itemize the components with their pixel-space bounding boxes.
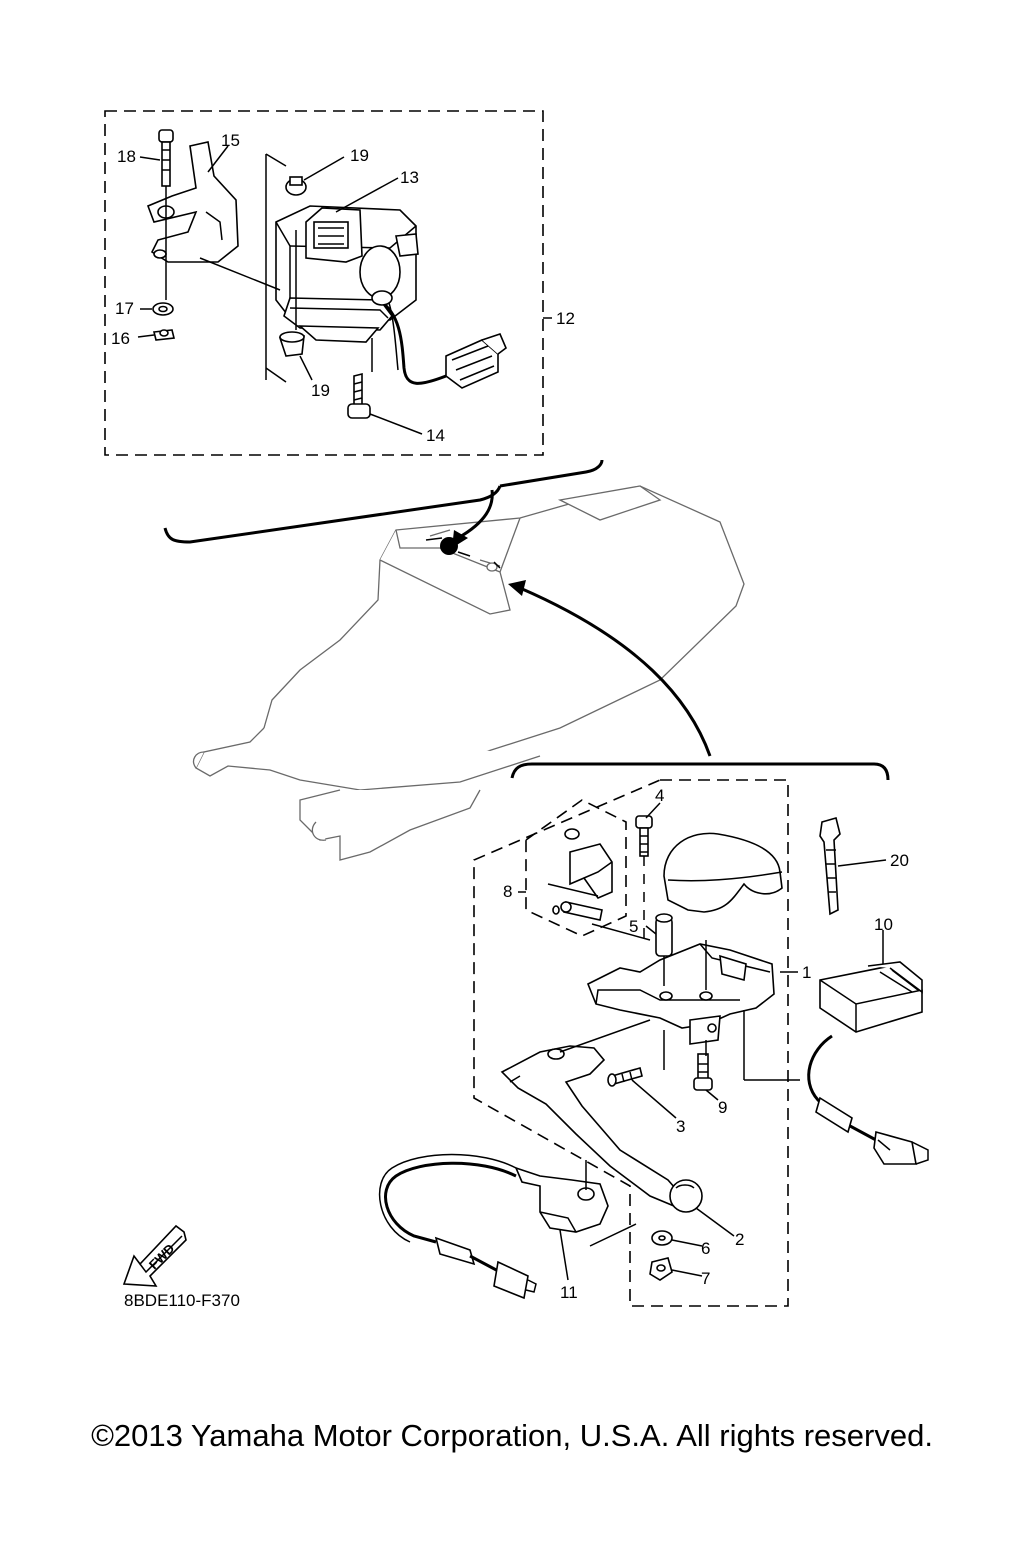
- callout-12: 12: [556, 309, 575, 328]
- callout-11: 11: [560, 1283, 578, 1302]
- leaders-bottom: [518, 802, 887, 1281]
- screw-part-3: [607, 1067, 643, 1087]
- callout-19-lower: 19: [311, 381, 330, 400]
- copyright-notice: ©2013 Yamaha Motor Corporation, U.S.A. A…: [91, 1418, 933, 1453]
- housing-connector: [445, 333, 507, 389]
- callout-5: 5: [629, 917, 638, 936]
- bracket-top-curve: [163, 485, 502, 544]
- bracket-bottom-curve: [510, 762, 890, 781]
- lever-cover: [663, 832, 783, 913]
- callout-16: 16: [111, 329, 130, 348]
- bolt-part-9: [693, 1053, 713, 1091]
- washer-part-6: [651, 1230, 673, 1246]
- lever-holder-part-1: [586, 943, 775, 1045]
- callout-3: 3: [676, 1117, 685, 1136]
- callout-17: 17: [115, 299, 134, 318]
- switch-part-10: [807, 961, 929, 1165]
- bolt-part-4: [635, 815, 653, 857]
- callout-19-upper: 19: [350, 146, 369, 165]
- callout-7: 7: [701, 1269, 710, 1288]
- alignment-lines-top: [165, 153, 373, 383]
- brake-lever-part-2: [500, 1045, 703, 1213]
- switch-part-8: [547, 828, 613, 921]
- grommet-part-19-lower: [278, 331, 305, 357]
- callout-15: 15: [221, 131, 240, 150]
- group-1-frame: [473, 779, 789, 1307]
- callout-8: 8: [503, 882, 512, 901]
- callout-6: 6: [701, 1239, 710, 1258]
- callout-9: 9: [718, 1098, 727, 1117]
- callout-14: 14: [426, 426, 445, 445]
- drawing-code: 8BDE110-F370: [124, 1291, 240, 1310]
- callout-10: 10: [874, 915, 893, 934]
- callout-13: 13: [400, 168, 419, 187]
- screw-part-14: [347, 372, 371, 419]
- group-12-frame: [104, 110, 544, 456]
- leaders-top: [137, 145, 552, 435]
- collar-part-5: [655, 913, 673, 957]
- nut-part-7: [649, 1257, 673, 1281]
- alignment-lines-bottom: [559, 856, 800, 1247]
- callout-20: 20: [890, 851, 909, 870]
- callout-2: 2: [735, 1230, 744, 1249]
- arrow-to-throttle-mount: [452, 489, 494, 548]
- snowmobile-outline: [163, 459, 745, 861]
- group-8-frame: [525, 799, 627, 937]
- callout-18: 18: [117, 147, 136, 166]
- arrow-to-brake-mount: [508, 580, 712, 757]
- bolt-part-18: [158, 129, 174, 187]
- housing-cable: [371, 290, 447, 385]
- forward-arrow-icon: FWD: [122, 1224, 187, 1287]
- washer-part-17: [152, 302, 174, 316]
- callout-4: 4: [655, 786, 664, 805]
- nut-part-16: [153, 329, 175, 341]
- switch-part-11: [378, 1153, 609, 1300]
- cable-tie-part-20: [819, 817, 841, 916]
- callout-1: 1: [802, 963, 811, 982]
